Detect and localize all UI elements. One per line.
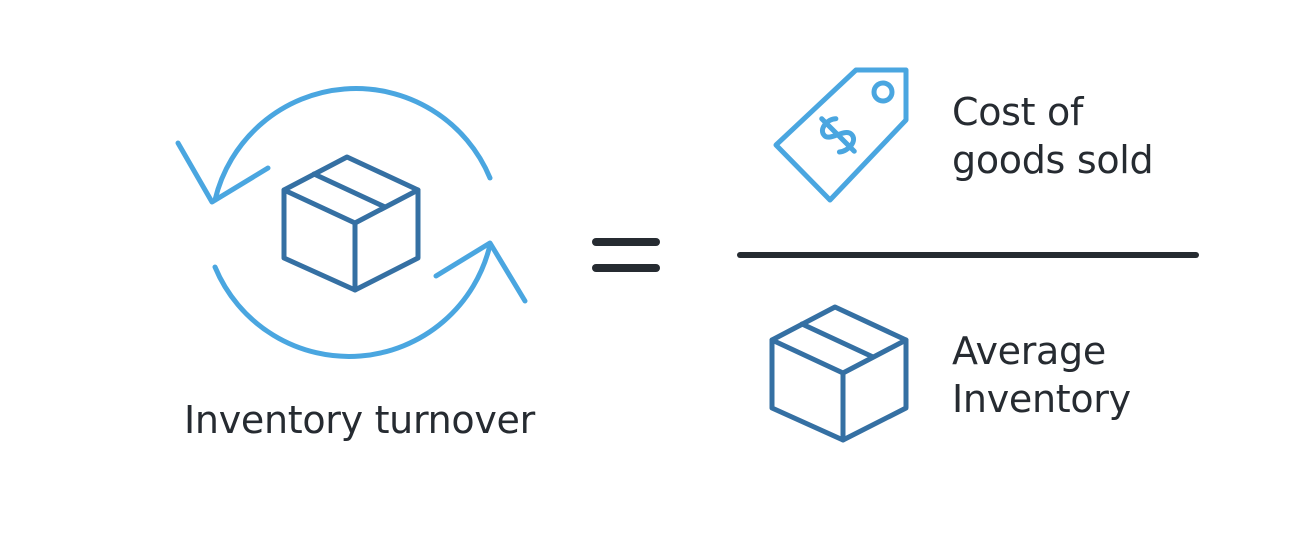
inventory-turnover-label: Inventory turnover (184, 398, 535, 442)
cogs-line-1: Cost of (952, 90, 1084, 134)
avg-line-2: Inventory (952, 377, 1131, 421)
cogs-line-2: goods sold (952, 138, 1154, 182)
box-icon (281, 154, 421, 293)
cycle-arrows-icon (175, 86, 528, 359)
cost-of-goods-sold-label: Cost of goods sold (952, 88, 1154, 184)
average-inventory-label: Average Inventory (952, 327, 1131, 423)
box-icon (769, 304, 909, 443)
avg-line-1: Average (952, 329, 1106, 373)
equals-icon (592, 238, 660, 272)
price-tag-icon (773, 67, 909, 203)
